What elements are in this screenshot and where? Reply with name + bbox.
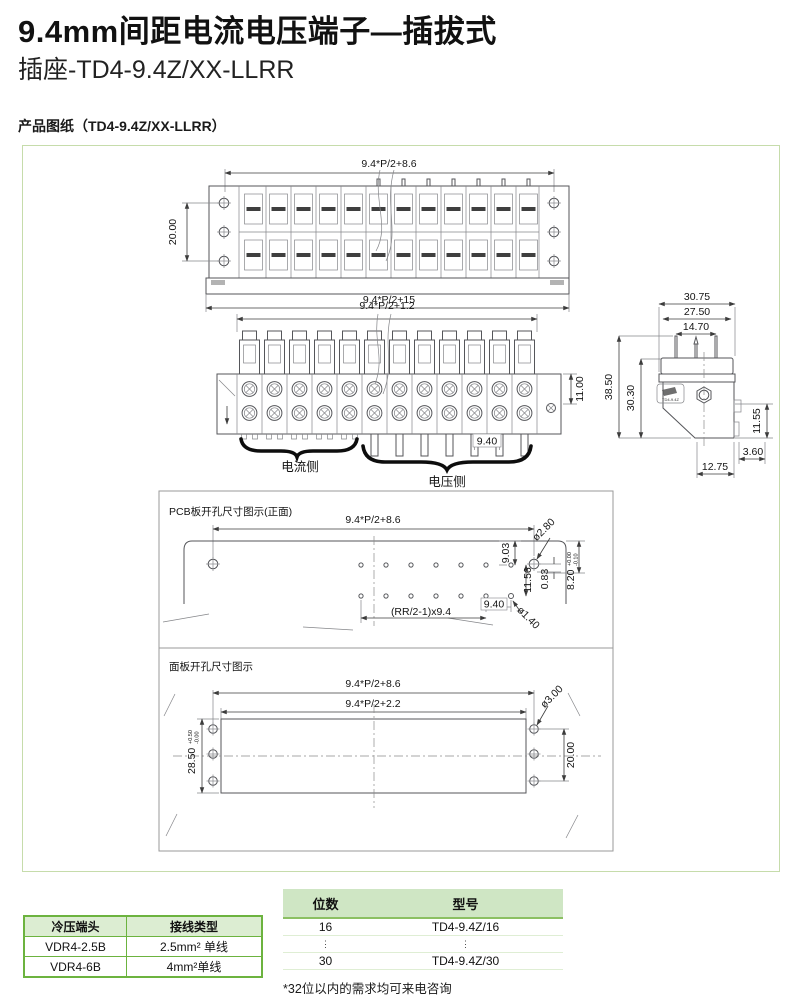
- side-dim-offset: 3.60: [743, 446, 764, 458]
- current-side-label: 电流侧: [281, 460, 319, 474]
- pcb-dim-width: 9.4*P/2+8.6: [345, 514, 400, 526]
- panel-section: 面板开孔尺寸图示 9.4*P/2+8.6 9.4*P/2+2.2 ø3.00 2…: [163, 660, 601, 839]
- side-dim-h2: 30.30: [625, 385, 637, 411]
- pcb-dim-pitch-formula: (RR/2-1)x9.4: [391, 606, 451, 618]
- front-view-dim-height: 11.00: [574, 376, 586, 402]
- model-table-cell: TD4-9.4Z/16: [431, 920, 500, 934]
- wire-table-cell: 2.5mm² 单线: [126, 936, 263, 957]
- model-table-note: *32位以内的需求均可来电咨询: [283, 982, 452, 996]
- side-dim-h1: 38.50: [603, 374, 615, 400]
- model-table-row-ellipsis: ⋮ ⋮: [283, 936, 563, 953]
- wire-table-cell: VDR4-2.5B: [23, 936, 127, 957]
- model-table-cell: ⋮: [321, 938, 330, 949]
- side-view-marking: TD4-9.4Z: [662, 397, 679, 402]
- panel-dim-width-inner: 9.4*P/2+2.2: [345, 698, 400, 710]
- pcb-section-label: PCB板开孔尺寸图示(正面): [169, 505, 292, 518]
- pcb-hole-large-label: ø2.80: [530, 516, 558, 544]
- pcb-dim-8-20-tol-plus: +0.00: [567, 552, 573, 566]
- pcb-section: PCB板开孔尺寸图示(正面) 9.4*P/2+8.6 9.03 ø2.80 11…: [162, 505, 585, 632]
- model-table-cell: 16: [318, 920, 333, 934]
- top-view-dim-width-top: 9.4*P/2+8.6: [361, 158, 416, 170]
- technical-drawing: 9.4*P/2+8.6 9.4*P/2+15 20.00 9.4*P/2+1.2: [158, 158, 773, 852]
- front-view-dim-pitch: 9.40: [477, 436, 498, 448]
- wire-table-header-row: 冷压端头 接线类型: [23, 915, 263, 937]
- wire-table-cell: VDR4-6B: [23, 956, 127, 978]
- voltage-side-label: 电压侧: [428, 475, 466, 489]
- front-view-dim-width-top: 9.4*P/2+1.2: [359, 300, 414, 312]
- wire-table-header-cell: 冷压端头: [23, 915, 127, 937]
- model-table-header-cell: 型号: [452, 896, 479, 912]
- model-table: 位数 型号 16 TD4-9.4Z/16 ⋮ ⋮ 30 TD4-9.4Z/30: [283, 889, 563, 970]
- page-title: 9.4mm间距电流电压端子—插拔式: [18, 14, 497, 49]
- side-dim-w3: 14.70: [683, 321, 709, 333]
- pcb-dim-8-20: 8.20: [565, 569, 577, 590]
- panel-dim-height-right: 20.00: [565, 742, 577, 768]
- pcb-dim-0-83: 0.83: [539, 569, 551, 590]
- top-view-dim-width-bottom: 9.4*P/2+15: [363, 294, 415, 306]
- panel-dim-width-outer: 9.4*P/2+8.6: [345, 678, 400, 690]
- top-view: 9.4*P/2+8.6 9.4*P/2+15 20.00: [167, 158, 570, 312]
- pcb-dim-11-56: 11.56: [522, 567, 534, 593]
- panel-hole-label: ø3.00: [538, 683, 566, 711]
- top-view-dim-height: 20.00: [167, 219, 179, 245]
- pcb-dim-9-40: 9.40: [484, 599, 505, 611]
- section-label: 产品图纸（TD4-9.4Z/XX-LLRR）: [18, 118, 226, 134]
- model-table-cell: ⋮: [461, 938, 470, 949]
- wire-table: 冷压端头 接线类型 VDR4-2.5B 2.5mm² 单线 VDR4-6B 4m…: [23, 915, 263, 978]
- side-view: 30.75 27.50 14.70 TD4-9.4Z 38.50 30.30 1…: [603, 291, 773, 478]
- pcb-dim-9-03: 9.03: [500, 543, 512, 564]
- panel-section-label: 面板开孔尺寸图示: [169, 660, 253, 673]
- wire-table-row: VDR4-2.5B 2.5mm² 单线: [23, 936, 263, 957]
- model-table-header-row: 位数 型号: [283, 889, 563, 919]
- side-dim-w1: 30.75: [684, 291, 710, 303]
- model-table-header-cell: 位数: [312, 896, 339, 912]
- side-dim-w2: 27.50: [684, 306, 710, 318]
- model-table-row: 30 TD4-9.4Z/30: [283, 953, 563, 970]
- model-table-row: 16 TD4-9.4Z/16: [283, 919, 563, 936]
- page-subtitle: 插座-TD4-9.4Z/XX-LLRR: [18, 56, 295, 84]
- wire-table-header-cell: 接线类型: [126, 915, 263, 937]
- wire-table-cell: 4mm²单线: [126, 956, 263, 978]
- side-dim-h3: 11.55: [751, 408, 763, 434]
- pcb-dim-8-20-tol-minus: -0.10: [574, 553, 580, 566]
- panel-dim-height-left: 28.50: [186, 748, 198, 774]
- panel-tol-minus: -0.00: [195, 731, 201, 744]
- model-table-cell: TD4-9.4Z/30: [431, 954, 500, 968]
- front-view: 9.4*P/2+1.2 11.00 9.40 电流侧 电压侧: [216, 300, 586, 489]
- model-table-cell: 30: [318, 954, 333, 968]
- panel-tol-plus: +0.50: [188, 730, 194, 744]
- side-dim-w-bottom: 12.75: [702, 461, 728, 473]
- product-drawing-panel: 9.4*P/2+8.6 9.4*P/2+15 20.00 9.4*P/2+1.2: [22, 145, 780, 872]
- wire-table-row: VDR4-6B 4mm²单线: [23, 956, 263, 978]
